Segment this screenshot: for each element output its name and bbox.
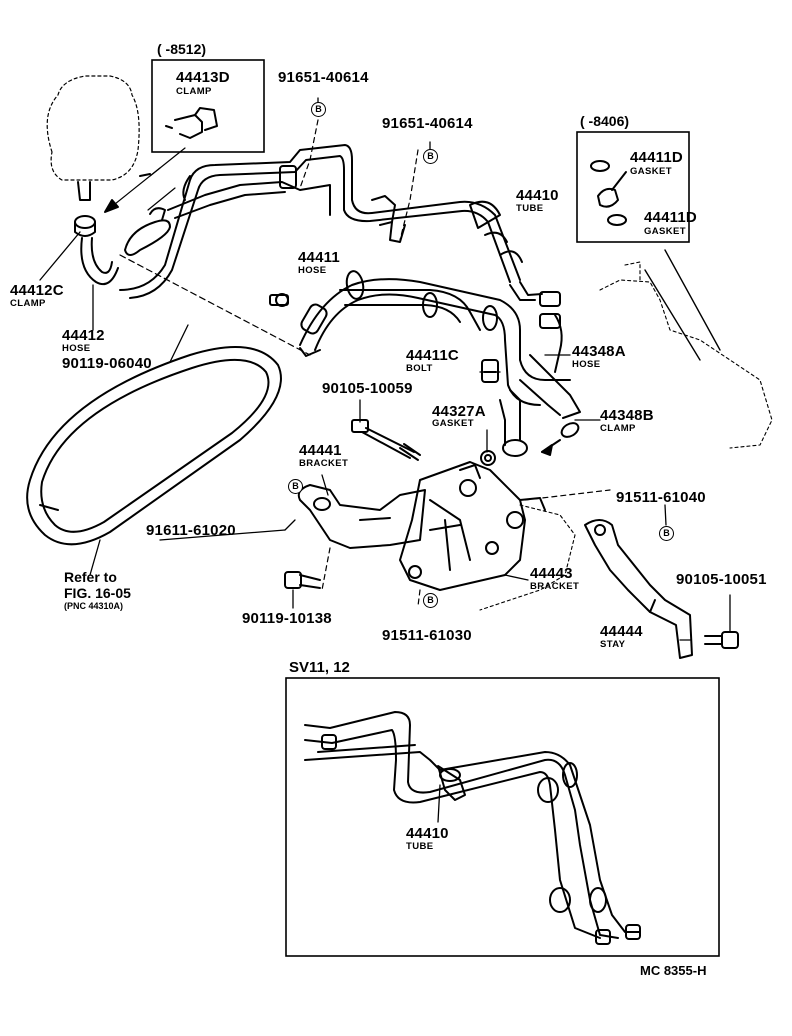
part-number-91651-40614-b[interactable]: 91651-40614 [382, 115, 473, 132]
inset-gaskets-shape [590, 160, 627, 226]
part-name-44444: STAY [600, 639, 626, 650]
leader-line [149, 167, 161, 177]
reference-marker-b: B [311, 102, 326, 117]
bolt-44411c-shape [481, 359, 499, 383]
sv-inset-title: SV11, 12 [289, 659, 350, 676]
bolt-90119-10138-shape [284, 571, 321, 589]
part-name-44410: TUBE [516, 203, 544, 214]
leader-lines [39, 97, 731, 641]
part-number-44348b[interactable]: 44348B [600, 407, 654, 424]
part-number-44411[interactable]: 44411 [298, 249, 340, 266]
bracket-44441-shape [297, 484, 426, 549]
inset-8512-range: ( -8512) [157, 41, 207, 57]
reference-marker-b: B [288, 479, 303, 494]
part-number-90105-10059[interactable]: 90105-10059 [322, 380, 413, 397]
hose-44348a-shape [519, 314, 581, 419]
part-number-44410[interactable]: 44410 [516, 187, 559, 204]
part-name-44443: BRACKET [530, 581, 580, 592]
drive-belt-shape [26, 346, 282, 576]
inset-box-8406 [576, 131, 690, 243]
suction-hose [124, 219, 171, 256]
clamp-small-shape [269, 293, 289, 307]
refer-pnc-text: (PNC 44310A) [64, 601, 124, 611]
dashed-guide [417, 589, 421, 607]
part-number-44412[interactable]: 44412 [62, 327, 105, 344]
gasket-44327a-shape [480, 450, 496, 466]
part-name-44327a: GASKET [432, 418, 474, 429]
refer-to-text: Refer to [64, 569, 117, 585]
refer-figure-text[interactable]: FIG. 16-05 [64, 585, 131, 601]
part-name-44411d-a: GASKET [630, 166, 672, 177]
sv-part-name-44410: TUBE [406, 841, 434, 852]
part-number-90105-10051[interactable]: 90105-10051 [676, 571, 767, 588]
sv-tube-44410-shape [304, 711, 641, 945]
leader-line [147, 187, 176, 211]
clamp-44348b-shape [541, 422, 580, 456]
clamp-44412c-shape [74, 215, 96, 237]
figure-code: MC 8355-H [640, 963, 707, 978]
dashed-guide [321, 547, 331, 591]
reference-marker-b: B [659, 526, 674, 541]
sv-part-number-44410[interactable]: 44410 [406, 825, 449, 842]
part-name-44412c: CLAMP [10, 298, 46, 309]
reference-marker-b: B [423, 593, 438, 608]
inset-8406-range: ( -8406) [580, 113, 630, 129]
part-number-44327a[interactable]: 44327A [432, 403, 486, 420]
bracket-44443-shape [399, 461, 546, 591]
dashed-guide [399, 149, 419, 241]
stay-44444-shape [584, 519, 693, 659]
dashed-guide [299, 119, 319, 189]
engine-outline [599, 279, 773, 449]
clamp-small [149, 207, 166, 221]
engine-outline [644, 269, 701, 361]
part-number-44411d-b[interactable]: 44411D [644, 209, 697, 226]
arrow-head [104, 199, 119, 213]
part-number-91511-61040[interactable]: 91511-61040 [616, 489, 706, 506]
part-number-44443[interactable]: 44443 [530, 565, 573, 582]
arrow-line [104, 147, 186, 213]
part-number-44413d[interactable]: 44413D [176, 69, 230, 86]
part-name-44411d-b: GASKET [644, 226, 686, 237]
part-name-44411c: BOLT [406, 363, 433, 374]
part-number-44444[interactable]: 44444 [600, 623, 643, 640]
inset-box-8512 [151, 59, 265, 153]
part-number-44411d-a[interactable]: 44411D [630, 149, 683, 166]
part-number-91511-61030[interactable]: 91511-61030 [382, 627, 472, 644]
bolt-90105-10051-shape [704, 631, 739, 649]
part-number-44411c[interactable]: 44411C [406, 347, 459, 364]
part-name-44441: BRACKET [299, 458, 349, 469]
inset-clamp-44413d-shape [165, 107, 218, 139]
engine-outline [479, 504, 576, 611]
part-name-44413d: CLAMP [176, 86, 212, 97]
dashed-guide [119, 254, 311, 356]
bolt-90105-10059-shape [351, 419, 421, 461]
part-number-44441[interactable]: 44441 [299, 442, 342, 459]
sv-inset-box [285, 677, 720, 957]
engine-outline [664, 249, 721, 351]
part-name-44411: HOSE [298, 265, 327, 276]
part-number-90119-10138[interactable]: 90119-10138 [242, 610, 332, 627]
engine-outline [624, 261, 641, 281]
part-number-91651-40614-a[interactable]: 91651-40614 [278, 69, 369, 86]
part-number-44348a[interactable]: 44348A [572, 343, 626, 360]
dashed-guide [524, 489, 611, 501]
part-number-91611-61020[interactable]: 91611-61020 [146, 522, 236, 539]
reservoir-tank [46, 75, 151, 201]
part-number-44412c[interactable]: 44412C [10, 282, 64, 299]
part-number-90119-06040[interactable]: 90119-06040 [62, 355, 152, 372]
part-name-44412: HOSE [62, 343, 91, 354]
tube-44410-shape [119, 144, 561, 329]
part-name-44348a: HOSE [572, 359, 601, 370]
hose-44411-shape [299, 270, 571, 457]
reference-marker-b: B [423, 149, 438, 164]
part-name-44348b: CLAMP [600, 423, 636, 434]
hose-44412-shape [80, 237, 119, 286]
